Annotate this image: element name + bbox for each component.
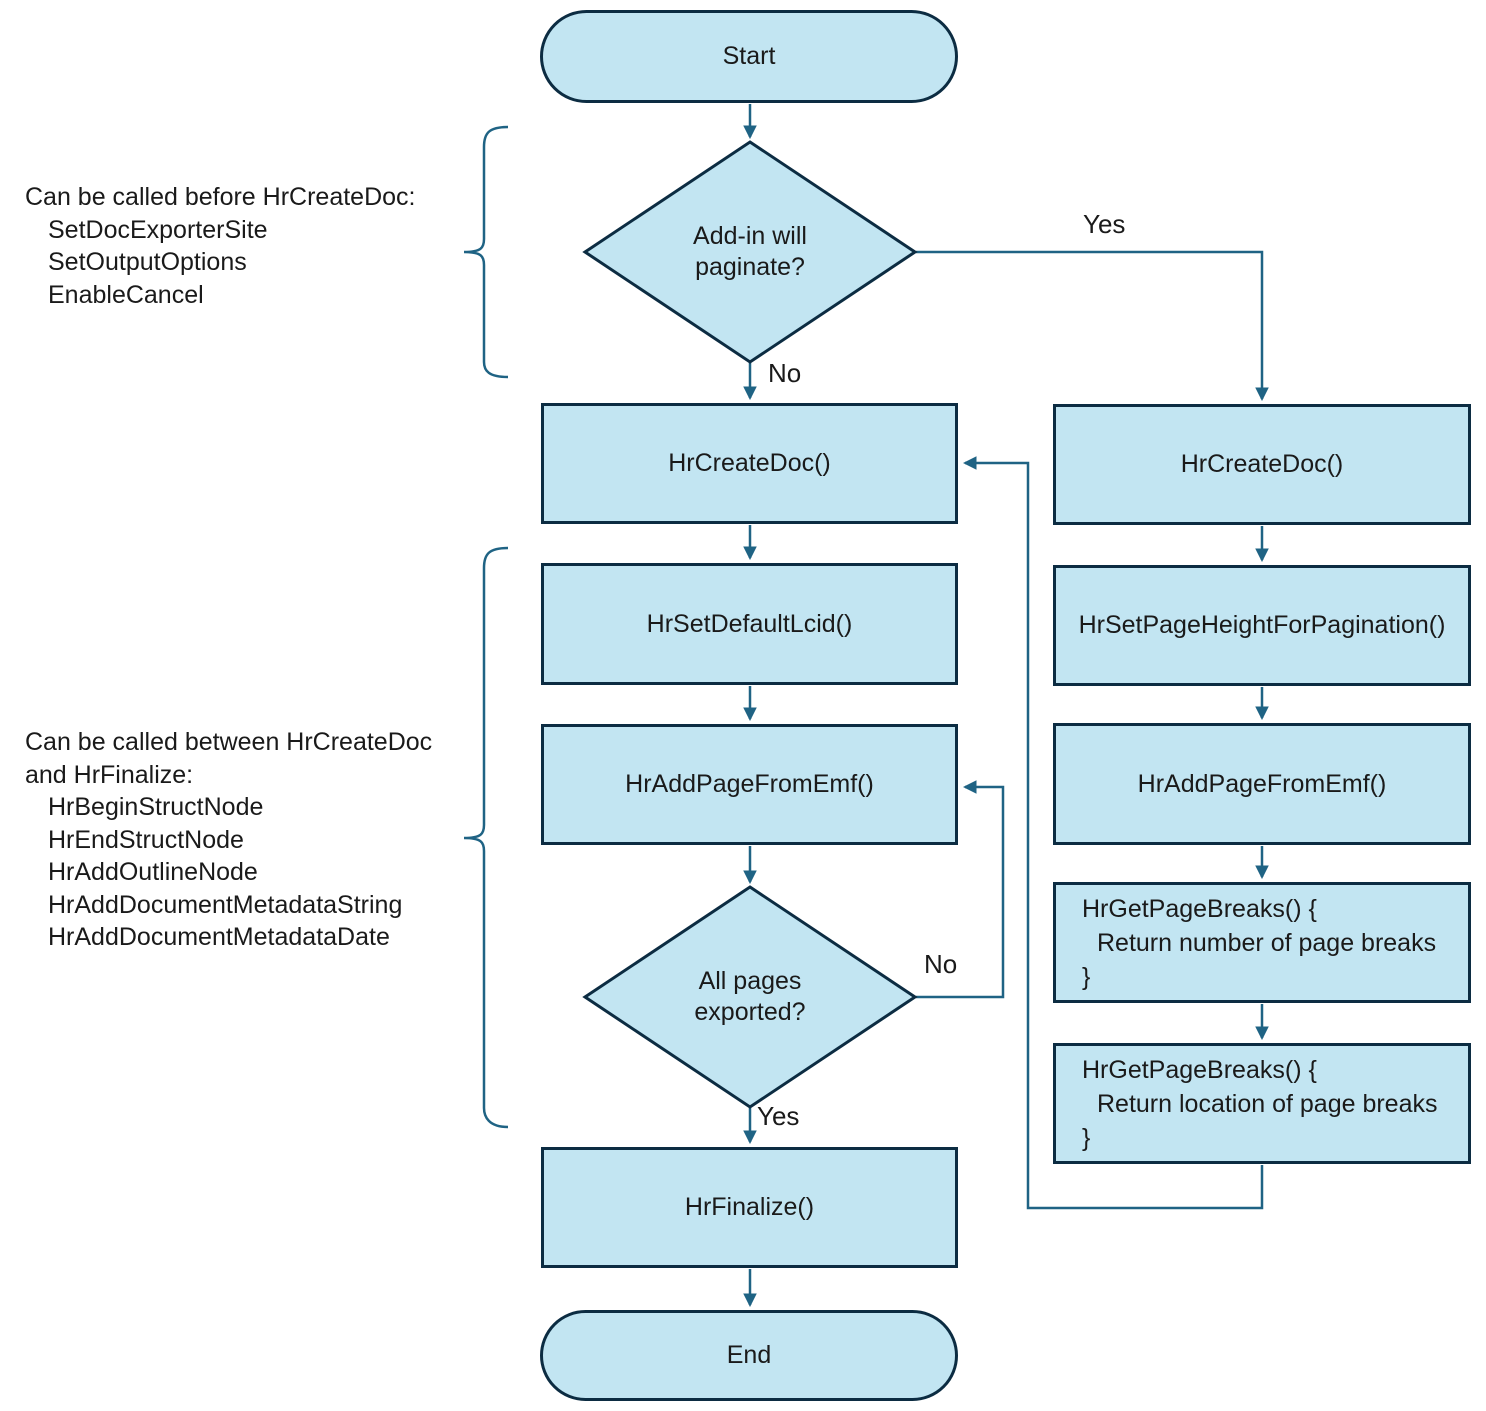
annotation-before-hrcreatedoc: Can be called before HrCreateDoc: SetDoc… (25, 181, 475, 311)
node-label: HrAddPageFromEmf() (625, 770, 874, 798)
label-no-paginate: No (768, 358, 802, 388)
annotation-title: Can be called before HrCreateDoc: (25, 183, 416, 211)
node-label: HrAddPageFromEmf() (1137, 769, 1387, 798)
code-line: Return location of page breaks (1097, 1089, 1438, 1118)
annotation-item: HrAddDocumentMetadataDate (48, 923, 390, 951)
node-label: Start (722, 42, 776, 70)
node-hrsetdefaultlcid: HrSetDefaultLcid() (541, 563, 958, 685)
node-label: HrCreateDoc() (668, 449, 831, 477)
brace-before-hrcreatedoc (463, 125, 509, 379)
node-hrcreatedoc-main: HrCreateDoc() (541, 403, 958, 524)
annotation-item: SetDocExporterSite (48, 215, 268, 244)
node-hraddpagefromemf-paginate: HrAddPageFromEmf() (1053, 723, 1471, 845)
code-line: HrGetPageBreaks() { (1082, 894, 1317, 923)
node-label: HrCreateDoc() (1180, 450, 1344, 478)
code-line: } (1082, 962, 1091, 991)
decision-line: Add-in will (693, 222, 807, 250)
node-label: HrFinalize() (684, 1193, 815, 1221)
node-start: Start (540, 10, 958, 103)
annotation-item: SetOutputOptions (48, 248, 247, 276)
decision-addin-paginate-label: Add-in will paginate? (585, 142, 915, 362)
node-hrgetpagebreaks-location: HrGetPageBreaks() { Return location of p… (1053, 1043, 1471, 1164)
node-hrfinalize: HrFinalize() (541, 1147, 958, 1268)
annotation-title: Can be called between HrCreateDoc (25, 728, 433, 756)
node-label: HrSetDefaultLcid() (646, 609, 853, 638)
arrow-loopback-to-createdoc-main (962, 456, 1264, 1210)
arrow-decision-yes-branch (916, 250, 1269, 402)
annotation-item: HrBeginStructNode (48, 793, 264, 821)
annotation-between-hrcreatedoc-hrfinalize: Can be called between HrCreateDoc and Hr… (25, 726, 475, 954)
decision-all-pages-exported-label: All pages exported? (585, 887, 915, 1107)
label-yes-exported: Yes (757, 1101, 800, 1131)
code-line: HrGetPageBreaks() { (1082, 1055, 1317, 1084)
decision-all-pages-exported-diamond (582, 885, 918, 1109)
node-end: End (540, 1310, 958, 1401)
code-line: Return number of page breaks (1097, 928, 1437, 957)
node-hraddpagefromemf-main: HrAddPageFromEmf() (541, 724, 958, 845)
node-hrsetpageheightforpagination: HrSetPageHeightForPagination() (1053, 565, 1471, 686)
decision-line: All pages (698, 967, 802, 995)
code-line: } (1082, 1123, 1091, 1152)
arrow-no-loop-to-addpage (916, 780, 1005, 999)
decision-line: exported? (694, 998, 806, 1026)
annotation-item: EnableCancel (48, 280, 204, 309)
node-hrgetpagebreaks-number: HrGetPageBreaks() { Return number of pag… (1053, 882, 1471, 1003)
brace-between-hrcreatedoc-hrfinalize (463, 546, 509, 1129)
decision-line: paginate? (695, 253, 805, 281)
annotation-item: HrEndStructNode (48, 825, 244, 854)
node-label: End (726, 1341, 772, 1369)
node-label: HrSetPageHeightForPagination() (1078, 611, 1446, 639)
annotation-title: and HrFinalize: (25, 760, 194, 789)
decision-addin-paginate-diamond (582, 140, 918, 364)
annotation-item: HrAddOutlineNode (48, 858, 258, 886)
label-yes-paginate: Yes (1083, 209, 1126, 239)
label-no-loop: No (924, 949, 958, 979)
node-hrcreatedoc-paginate: HrCreateDoc() (1053, 404, 1471, 525)
annotation-item: HrAddDocumentMetadataString (48, 890, 403, 919)
